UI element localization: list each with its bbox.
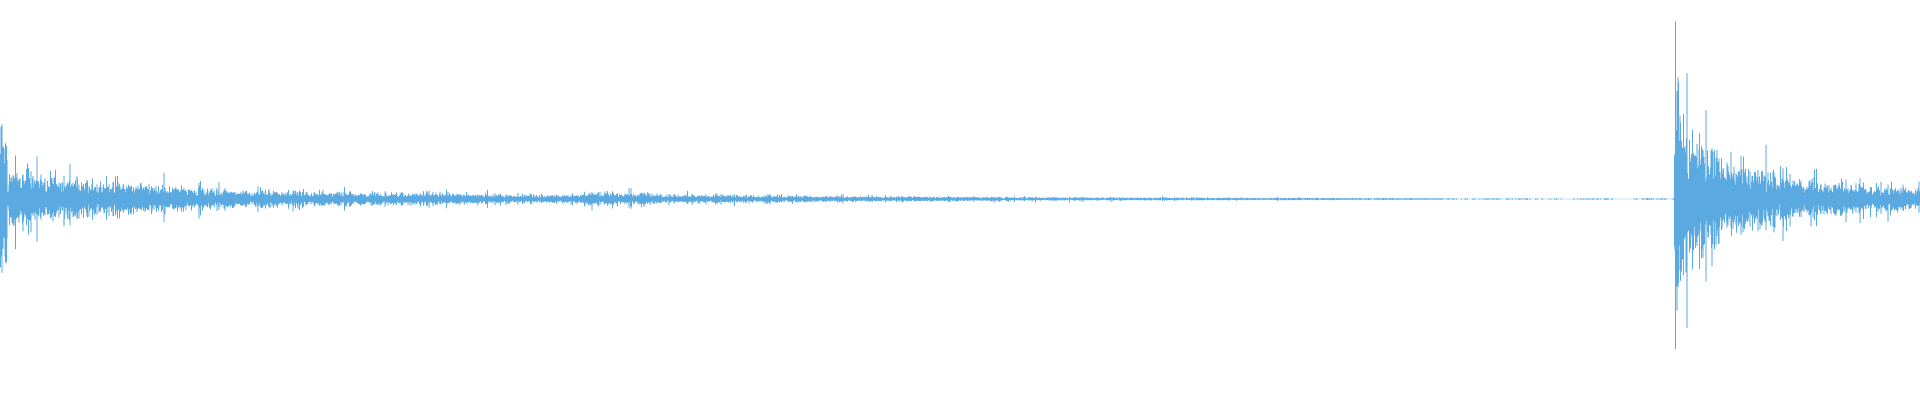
waveform-peaks [0, 21, 1920, 350]
